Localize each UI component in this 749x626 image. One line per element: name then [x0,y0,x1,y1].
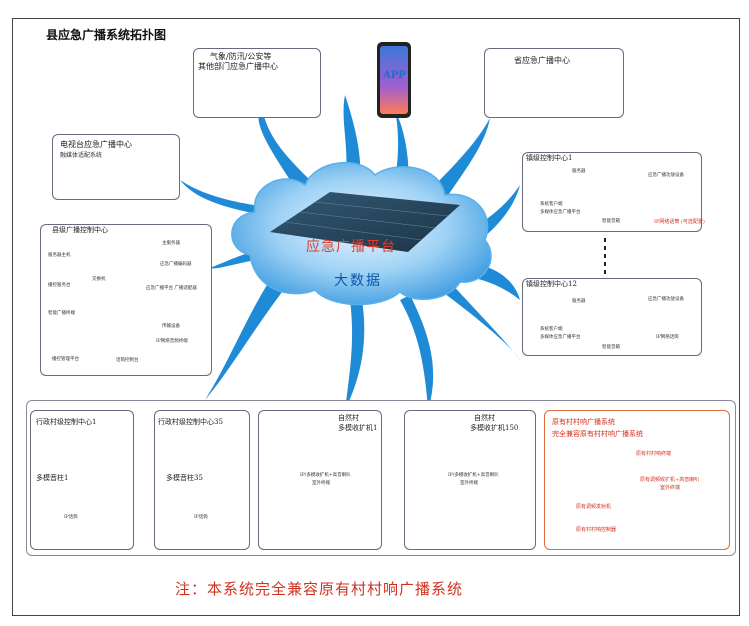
county-device-5: IP网络音频终端 [156,339,188,344]
compatibility-note: 注：本系统完全兼容原有村村响广播系统 [175,580,464,598]
town1-device-0: 应急广播功放设备 [648,173,684,178]
natural150-box [404,410,536,550]
province-center-box [484,48,624,118]
town12-device-0: 应急广播功放设备 [648,297,684,302]
village35-speaker: 多模音柱35 [166,474,203,482]
weather-center-box [193,48,321,118]
town1-device-1: 服务器 [572,169,586,174]
legacy-line1: 原有村村响广播系统 [552,418,615,426]
county-device-0: 主服务器 [162,241,180,246]
phone-device [377,42,411,118]
town12-device-1: 服务器 [572,299,586,304]
natural1-line2: 多模收扩机1 [338,424,378,432]
natural150-desc1: IP/多模收扩机+高音喇叭 [448,473,499,478]
natural150-line1: 自然村 [474,414,495,422]
village35-box [154,410,250,550]
platform-panel [270,192,460,252]
natural150-desc2: 室外终端 [460,481,478,486]
village35-title: 行政村级控制中心35 [158,418,223,426]
platform-label: 应急广播平台 [306,239,396,255]
legacy-device1: 原有调频发射机 [576,504,612,510]
county-left-1: 播控服务台 [48,283,71,288]
town12-device-4: 智能音箱 [602,345,620,350]
town1-device-5: IP网络话筒 (可选配置) [654,219,705,225]
town1-device-4: 智能音箱 [602,219,620,224]
legacy-line2: 完全兼容原有村村响广播系统 [552,430,643,438]
village1-title: 行政村级控制中心1 [36,418,97,426]
legacy-desc1: 原有调频收扩机+高音喇叭 [640,477,700,483]
natural1-box [258,410,382,550]
town1-device-2: 系统客户端 [540,202,563,207]
town12-device-2: 系统客户端 [540,327,563,332]
natural1-desc2: 室外终端 [312,481,330,486]
county-left-3: 播控管理平台 [52,357,79,362]
county-device-1: 应急广播编码器 [160,262,192,267]
county-left-2: 智能广播终端 [48,311,75,316]
county-device-3: 应急广播平台 广播适配器 [146,286,197,291]
natural1-desc1: IP/多模收扩机+高音喇叭 [300,473,351,478]
county-device-2: 交换机 [92,277,106,282]
page-title: 县应急广播系统拓扑图 [46,28,167,42]
county-left-0: 服务器主机 [48,253,71,258]
natural150-line2: 多模收扩机150 [470,424,519,432]
diagram-frame [12,18,740,616]
weather-line2: 其他部门应急广播中心 [198,62,278,71]
town12-device-5: IP网络话筒 [656,335,679,340]
village1-speaker: 多模音柱1 [36,474,69,482]
natural1-line1: 自然村 [338,414,359,422]
province-label: 省应急广播中心 [514,56,570,65]
village1-mic: IP话筒 [64,515,78,520]
county-center-box [40,224,212,376]
bigdata-label: 大数据 [334,273,382,289]
tv-center-box [52,134,180,200]
village1-box [30,410,134,550]
county-title: 县级广播控制中心 [52,226,108,234]
legacy-device3: 原有村村响终端 [636,451,672,457]
town12-title: 镇级控制中心12 [526,280,577,288]
town12-box [522,278,702,356]
weather-line1: 气象/防汛/公安等 [210,52,272,61]
town1-box [522,152,702,232]
app-label: APP [383,70,406,81]
tv-line2: 融媒体适配系统 [60,152,103,159]
legacy-desc2: 室外终端 [660,485,681,491]
town1-device-3: 多媒体应急广播平台 [540,210,581,215]
legacy-box [544,410,730,550]
tv-line1: 电视台应急广播中心 [60,140,132,149]
town12-device-3: 多媒体应急广播平台 [540,335,581,340]
county-device-6: 话筒控制台 [116,358,139,363]
village35-mic: IP话筒 [194,515,208,520]
legacy-device2: 原有村村响控制器 [576,527,617,533]
town1-title: 镇级控制中心1 [526,154,573,162]
county-device-4: 传输设备 [162,324,180,329]
